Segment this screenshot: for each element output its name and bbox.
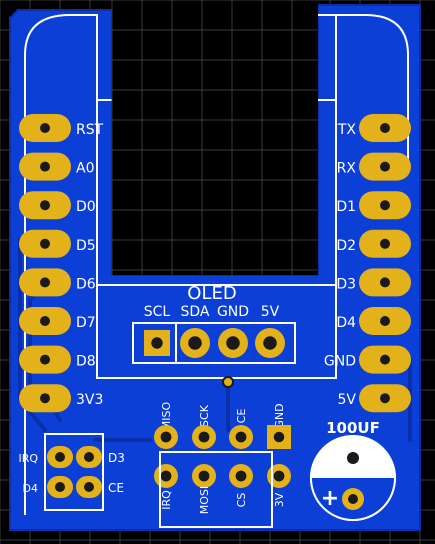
radio-pin-label: CS xyxy=(235,493,248,508)
module-pin-label: D7 xyxy=(76,315,96,331)
capacitor-polarity: + xyxy=(321,486,339,511)
oled-header-pads xyxy=(144,328,285,358)
oled-header-outline xyxy=(132,322,296,364)
module-pin-label: D1 xyxy=(336,199,356,215)
module-pin-label: 3V3 xyxy=(76,392,103,408)
module-pin-label: TX xyxy=(337,122,357,138)
module-pin-label: D3 xyxy=(336,276,356,292)
radio-pin-label: MOSI xyxy=(198,486,211,514)
jumper-outline xyxy=(44,433,104,511)
radio-pin-label: 3V xyxy=(273,492,286,507)
screen-grid xyxy=(111,0,318,275)
module-pin-label: GND xyxy=(324,354,356,370)
module-pin-label: D5 xyxy=(76,238,96,254)
oled-pin-label: GND xyxy=(217,304,249,320)
radio-pin-label: MISO xyxy=(160,401,173,430)
oled-pin-label: SCL xyxy=(144,304,171,320)
capacitor-value: 100UF xyxy=(326,419,380,437)
oled-pin-labels: SCL SDA GND 5V xyxy=(144,304,280,320)
jumper-label: D3 xyxy=(108,451,125,465)
module-pin-label: D8 xyxy=(76,354,96,370)
oled-title: OLED xyxy=(187,283,236,304)
oled-pin-label: SDA xyxy=(181,304,210,320)
module-pin-label: RST xyxy=(76,122,104,138)
oled-pin-label: 5V xyxy=(261,304,280,320)
module-pin-label: 5V xyxy=(338,392,357,408)
via xyxy=(222,376,234,388)
jumper-label: IRQ xyxy=(18,452,38,465)
radio-pin-label: SCK xyxy=(198,404,211,427)
oled-screen xyxy=(112,0,318,275)
module-pin-label: D2 xyxy=(336,238,356,254)
capacitor: + xyxy=(310,435,396,521)
jumper-label: D4 xyxy=(23,482,38,495)
jumper-label: CE xyxy=(108,481,124,495)
module-pin-label: D0 xyxy=(76,199,96,215)
module-pin-label: D4 xyxy=(336,315,356,331)
module-pin-label: RX xyxy=(337,161,357,177)
radio-pin-label: GND xyxy=(273,403,286,428)
capacitor-negative-pad xyxy=(347,452,359,464)
module-pin-label: D6 xyxy=(76,276,96,292)
radio-pin-label: IRQ xyxy=(160,490,173,510)
radio-header-outline xyxy=(159,451,273,528)
radio-pin-label: CE xyxy=(235,409,248,424)
module-pin-label: A0 xyxy=(76,161,94,177)
module-outline xyxy=(24,14,409,515)
